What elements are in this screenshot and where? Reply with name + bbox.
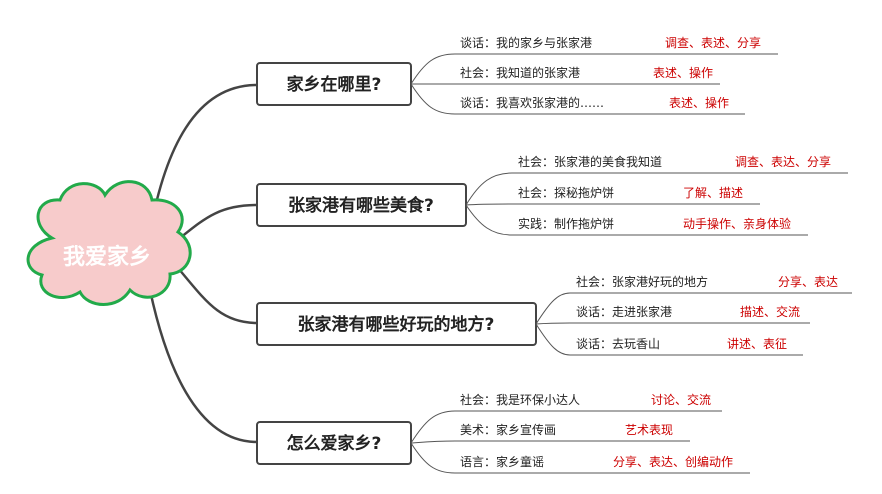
leaf-item: 社会：我是环保小达人 xyxy=(460,392,580,407)
leaf-tags: 讲述、表征 xyxy=(727,336,787,351)
leaf-tags: 调查、表述、分享 xyxy=(665,35,761,50)
leaf-item: 社会：我知道的张家港 xyxy=(460,65,580,80)
topic-3: 张家港有哪些好玩的地方? 社会：张家港好玩的地方 分享、表达 谈话：走进张家港 … xyxy=(256,274,852,356)
leaf-item: 美术：家乡宣传画 xyxy=(460,422,556,437)
sub-branch xyxy=(410,83,456,115)
leaf-item: 社会：张家港好玩的地方 xyxy=(576,274,708,289)
leaf-item: 谈话：走进张家港 xyxy=(576,304,672,319)
leaf-tags: 了解、描述 xyxy=(683,186,743,200)
leaf-tags: 分享、表达 xyxy=(778,274,838,289)
root-node: 我爱家乡 xyxy=(26,180,192,306)
topic-1: 家乡在哪里? 谈话：我的家乡与张家港 调查、表述、分享 社会：我知道的张家港 表… xyxy=(256,35,778,115)
sub-branch xyxy=(410,410,456,444)
sub-branch xyxy=(465,204,513,236)
sub-branch xyxy=(535,322,571,325)
leaf-tags: 表述、操作 xyxy=(653,65,713,80)
leaf-tags: 讨论、交流 xyxy=(651,392,711,407)
sub-branch xyxy=(465,172,513,206)
topic-label: 张家港有哪些美食? xyxy=(288,195,434,216)
topic-label: 家乡在哪里? xyxy=(287,74,382,95)
topic-4: 怎么爱家乡? 社会：我是环保小达人 讨论、交流 美术：家乡宣传画 艺术表现 语言… xyxy=(256,392,750,474)
leaf-item: 谈话：我的家乡与张家港 xyxy=(460,35,592,50)
sub-branch xyxy=(535,323,571,356)
topic-label: 怎么爱家乡? xyxy=(287,433,382,454)
sub-branch xyxy=(410,440,456,444)
sub-branch xyxy=(535,292,571,325)
root-cloud xyxy=(26,180,192,306)
leaf-tags: 描述、交流 xyxy=(740,304,800,319)
leaf-tags: 调查、表达、分享 xyxy=(735,154,831,169)
leaf-tags: 表述、操作 xyxy=(669,95,729,110)
sub-branch xyxy=(410,442,456,474)
branch-3 xyxy=(177,267,258,325)
sub-branch xyxy=(465,203,513,206)
leaf-item: 谈话：去玩香山 xyxy=(576,337,660,351)
branch-4 xyxy=(148,289,258,444)
branch-2 xyxy=(179,203,258,239)
leaf-tags: 动手操作、亲身体验 xyxy=(683,216,791,231)
leaf-item: 谈话：我喜欢张家港的…… xyxy=(460,95,604,110)
topic-2: 张家港有哪些美食? 社会：张家港的美食我知道 调查、表达、分享 社会：探秘拖炉饼… xyxy=(256,154,848,236)
leaf-tags: 分享、表达、创编动作 xyxy=(613,454,733,469)
leaf-tags: 艺术表现 xyxy=(625,423,673,437)
topic-label: 张家港有哪些好玩的地方? xyxy=(298,314,495,335)
sub-branch xyxy=(410,53,456,85)
leaf-item: 实践：制作拖炉饼 xyxy=(518,216,614,231)
root-label: 我爱家乡 xyxy=(63,244,151,270)
leaf-item: 社会：张家港的美食我知道 xyxy=(518,154,662,169)
leaf-item: 社会：探秘拖炉饼 xyxy=(518,185,614,200)
leaf-item: 语言：家乡童谣 xyxy=(460,454,544,469)
